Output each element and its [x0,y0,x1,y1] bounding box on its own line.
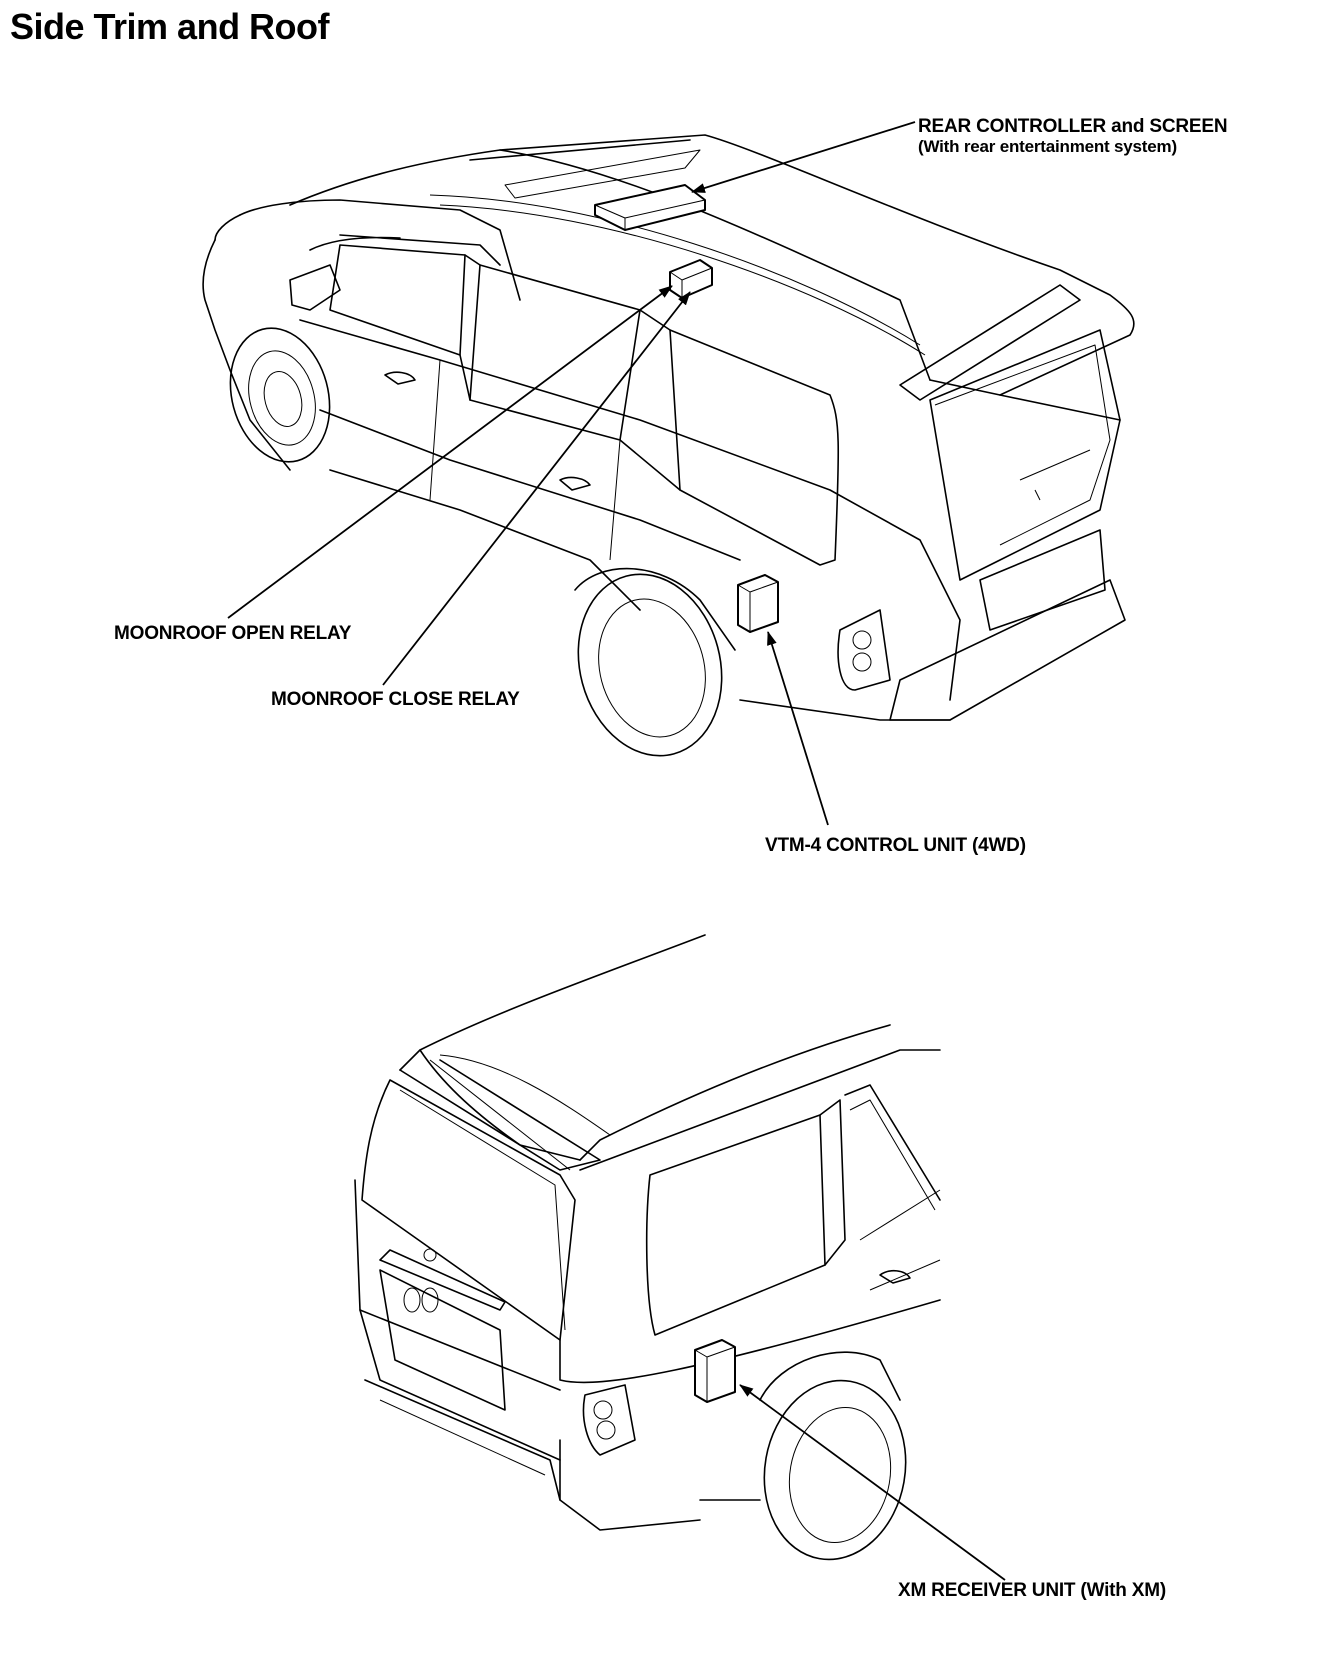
leader-vtm4 [767,631,829,826]
callout-xm-receiver-unit: XM RECEIVER UNIT (With XM) [898,1580,1167,1601]
page-title: Side Trim and Roof [10,6,330,47]
rear-controller-box [594,184,706,231]
rear-side-window [645,1114,826,1336]
rear-hatch-glass [361,1079,576,1341]
body-side-bottom [579,1049,941,1171]
rear-wheel [577,573,723,757]
callout-rear-controller-line1: REAR CONTROLLER and SCREEN [918,116,1228,137]
hood [239,199,521,301]
roof-outline-bottom [399,934,706,1071]
top-vehicle-illustration [202,134,1135,757]
leader-moonroof-open [227,285,673,619]
front-door-window [329,244,466,356]
rear-hatch [929,329,1121,581]
leader-moonroof-close [382,291,691,686]
rear-bumper [364,1379,701,1531]
callout-rear-controller-line2: (With rear entertainment system) [918,137,1177,156]
roof-outline [289,134,1135,396]
vtm4-control-unit-box [737,574,779,633]
rear-wheel-bottom [763,1379,907,1561]
front-wheel [229,327,331,463]
tail-light-bottom [582,1384,636,1456]
license-area [379,1269,506,1411]
callout-moonroof-close-relay: MOONROOF CLOSE RELAY [271,689,520,710]
leader-xm-receiver [739,1384,1006,1581]
callout-moonroof-open-relay: MOONROOF OPEN RELAY [114,623,352,644]
rear-quarter-window [669,329,840,566]
rear-door-window [469,264,641,441]
xm-receiver-unit-box [694,1339,736,1403]
side-mirror [289,264,341,311]
tail-light [837,609,891,691]
moonroof-relay-box [669,259,713,299]
sunroof [504,149,701,199]
callout-rear-controller: REAR CONTROLLER and SCREEN (With rear en… [918,116,1228,156]
leader-rear-controller [691,121,916,193]
bottom-vehicle-illustration [354,934,941,1561]
callout-vtm4-control-unit: VTM-4 CONTROL UNIT (4WD) [765,835,1026,856]
